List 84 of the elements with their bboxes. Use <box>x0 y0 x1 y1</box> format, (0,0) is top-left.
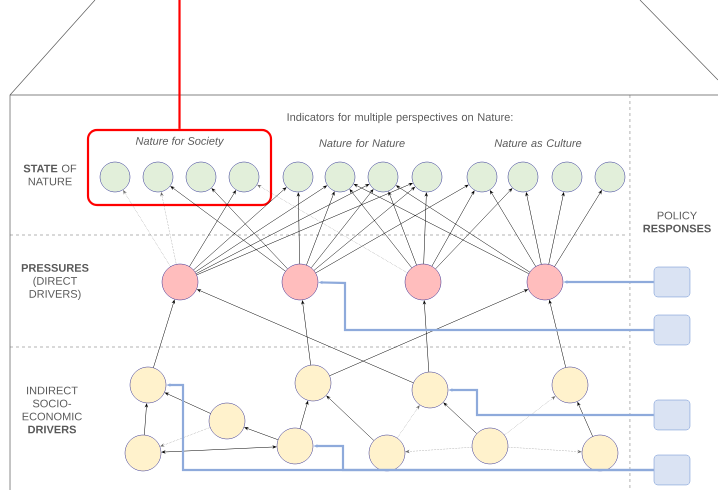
policy-box <box>654 314 690 346</box>
arrow <box>193 187 286 270</box>
circle-node <box>130 366 166 404</box>
policy-box <box>654 400 690 430</box>
arrow <box>257 184 408 274</box>
circle-node <box>582 434 618 472</box>
arrow <box>196 182 413 276</box>
arrow <box>388 192 417 266</box>
arrow <box>301 300 311 366</box>
arrow <box>397 405 420 438</box>
circle-node <box>186 162 216 192</box>
column-label: POLICY RESPONSES <box>644 212 711 232</box>
arrow <box>554 190 602 267</box>
circle-node <box>508 162 538 192</box>
arrow <box>329 289 528 376</box>
arrow <box>164 392 211 414</box>
arrow <box>160 192 177 264</box>
arrow <box>212 188 288 269</box>
circle-node <box>466 162 498 192</box>
arrow <box>170 186 286 272</box>
circle-node <box>368 434 406 472</box>
arrow <box>490 190 536 267</box>
arrow <box>326 396 374 441</box>
circle-node <box>228 162 260 192</box>
arrow <box>577 402 593 437</box>
circle-node <box>412 162 442 192</box>
arrow <box>444 402 477 434</box>
arrow <box>197 289 414 384</box>
arrow <box>350 189 412 268</box>
perspective-label: Nature for Nature <box>319 138 405 148</box>
arrow <box>432 190 474 266</box>
circle-node <box>142 162 174 192</box>
arrow <box>306 192 335 266</box>
circle-node <box>368 162 398 192</box>
row-label: INDIRECT SOCIO-ECONOMIC DRIVERS <box>22 386 82 434</box>
circle-node <box>594 162 626 192</box>
highlight-box: Nature for Society <box>86 128 272 206</box>
arrow <box>508 446 582 454</box>
circle-node <box>282 162 314 192</box>
arrow <box>316 184 468 274</box>
circle-node <box>526 264 564 300</box>
arrow <box>314 186 415 271</box>
circle-node <box>276 428 314 464</box>
arrow <box>144 404 148 436</box>
connector-line <box>178 0 181 129</box>
arrow <box>244 427 278 440</box>
arrow <box>311 189 374 268</box>
arrow <box>196 184 370 274</box>
arrow <box>153 300 175 368</box>
arrow <box>423 192 428 264</box>
arrow <box>160 427 210 447</box>
circle-node <box>324 162 356 192</box>
circle-node <box>552 366 588 404</box>
circle-node <box>124 434 162 472</box>
arrow <box>406 446 472 453</box>
arrow <box>548 300 566 368</box>
arrow <box>296 192 300 264</box>
circle-node <box>162 264 198 300</box>
row-label: PRESSURES (DIRECT DRIVERS) <box>22 264 88 300</box>
arrow <box>354 184 530 274</box>
arrow <box>300 400 308 429</box>
circle-node <box>294 364 332 402</box>
arrow <box>525 192 542 264</box>
circle-node <box>100 162 130 192</box>
circle-node <box>404 264 442 300</box>
circle-node <box>552 162 582 192</box>
arrow <box>423 300 430 372</box>
arrow <box>396 185 530 272</box>
row-label: STATE OF NATURE <box>24 164 76 186</box>
circle-node <box>208 402 246 440</box>
arrow <box>123 190 171 267</box>
circle-node <box>282 264 318 300</box>
arrow <box>194 185 327 272</box>
perspective-label: Nature as Culture <box>494 138 582 148</box>
arrow <box>435 188 512 270</box>
heading: Indicators for multiple perspectives on Nature: <box>288 112 512 124</box>
arrow <box>162 446 276 454</box>
arrow <box>504 396 556 436</box>
policy-box <box>654 266 690 298</box>
circle-node <box>412 372 448 408</box>
policy-box <box>654 454 690 486</box>
arrow <box>189 190 236 267</box>
circle-node <box>472 428 508 464</box>
arrow <box>548 192 565 264</box>
